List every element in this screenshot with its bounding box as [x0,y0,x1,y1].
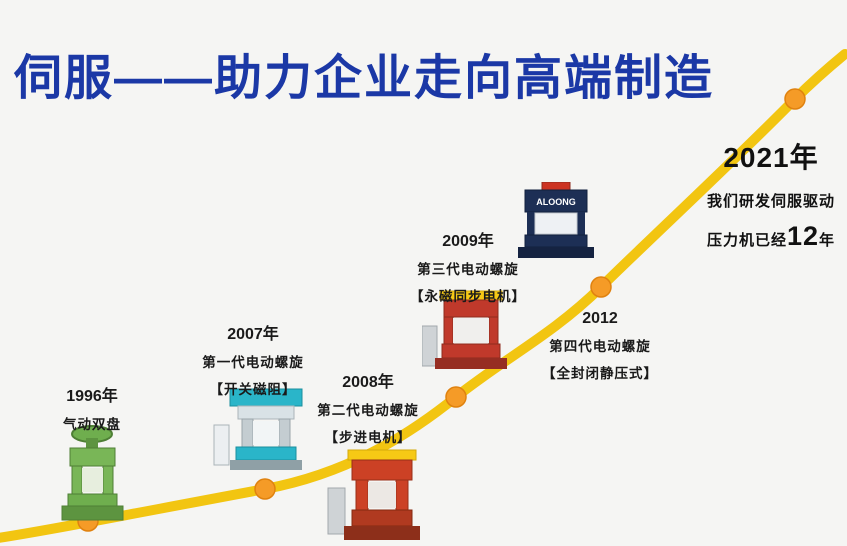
milestone-2007-line2: 【开关磁阻】 [209,382,297,397]
milestone-2008: 2008年 第二代电动螺旋 【步进电机】 [298,368,438,446]
milestone-2008-year: 2008年 [342,374,394,391]
machine-2009-illustration [422,290,512,378]
milestone-2012-line1: 第四代电动螺旋 [549,339,651,354]
milestone-2012-line2: 【全封闭静压式】 [542,366,658,381]
line2-suffix: 年 [819,232,836,249]
milestone-2009-year: 2009年 [442,233,494,250]
machine-2008-illustration [326,448,426,546]
machine-2007-illustration [212,383,308,478]
line2-prefix: 压力机已经 [706,232,787,249]
milestone-2008-line2: 【步进电机】 [324,430,412,445]
machine-brand-label: ALOONG [536,197,576,207]
milestone-1996-line1: 气动双盘 [63,417,121,432]
milestone-2021-year: 2021年 [723,142,819,173]
timeline-dot-2021 [784,88,806,110]
milestone-2021-highlight: 2021年 我们研发伺服驱动 压力机已经12年 [690,136,847,252]
timeline-dot-2012 [590,276,612,298]
machine-1996-illustration [50,424,135,522]
milestone-2012-year: 2012 [582,310,618,327]
milestone-2008-line1: 第二代电动螺旋 [317,403,419,418]
page-title: 伺服——助力企业走向高端制造 [14,52,715,105]
milestone-1996: 1996年 气动双盘 [32,382,152,433]
milestone-2012: 2012 第四代电动螺旋 【全封闭静压式】 [522,310,678,382]
milestone-2009: 2009年 第三代电动螺旋 【永磁同步电机】 [390,227,546,305]
milestone-2009-line1: 第三代电动螺旋 [417,262,519,277]
line2-number: 12 [786,221,820,251]
milestone-2007-year: 2007年 [227,326,279,343]
milestone-2021-line2: 压力机已经12年 [690,221,847,252]
milestone-2007: 2007年 第一代电动螺旋 【开关磁阻】 [183,320,323,398]
timeline-dots [77,88,806,532]
machine-2021-illustration: ALOONG [512,182,600,267]
milestone-1996-year: 1996年 [66,388,118,405]
milestone-2021-line1: 我们研发伺服驱动 [706,193,835,210]
milestone-2009-line2: 【永磁同步电机】 [410,289,526,304]
timeline-dot-2008 [445,386,467,408]
milestone-2007-line1: 第一代电动螺旋 [202,355,304,370]
timeline-dot-2007 [254,478,276,500]
